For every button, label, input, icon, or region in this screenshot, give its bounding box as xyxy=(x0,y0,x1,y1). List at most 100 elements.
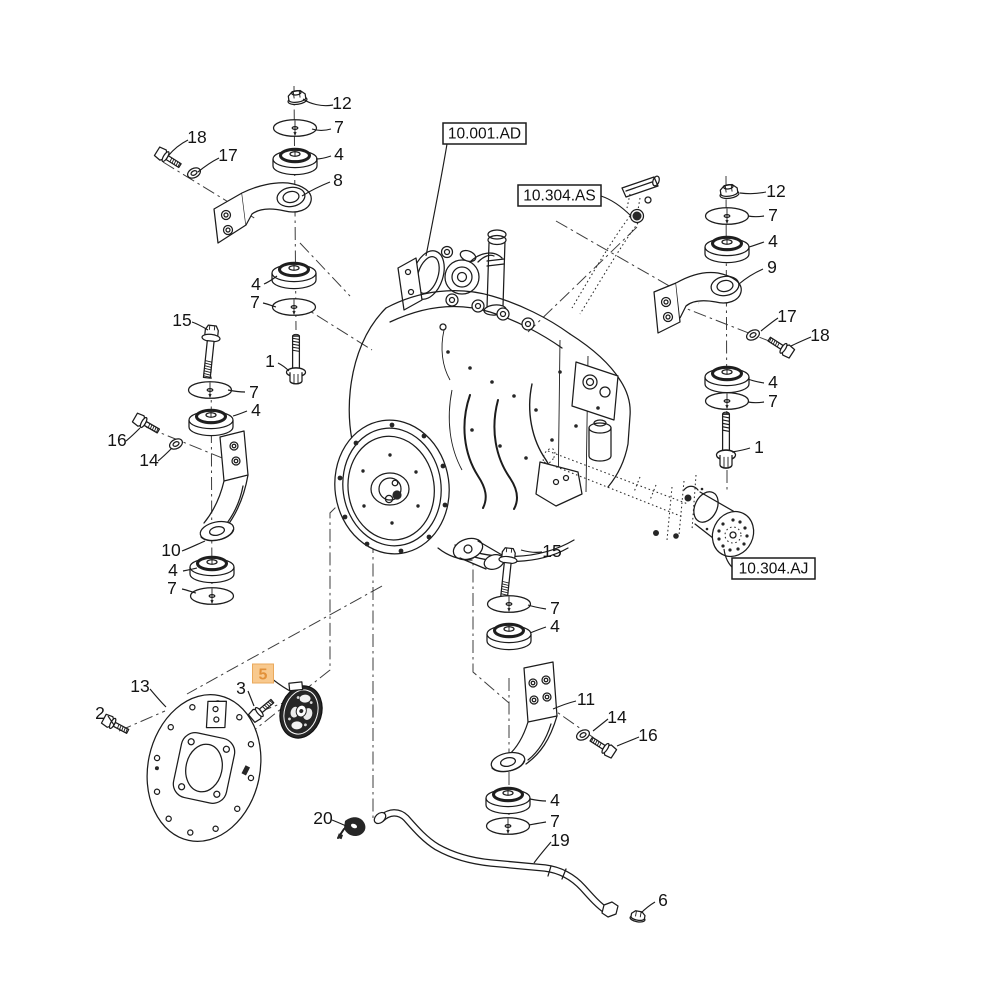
svg-text:10[interactable]: 10 xyxy=(161,540,181,560)
svg-text:15[interactable]: 15 xyxy=(542,541,561,561)
callout[interactable]: 7 xyxy=(528,811,560,831)
svg-text:7[interactable]: 7 xyxy=(550,811,560,831)
svg-text:4[interactable]: 4 xyxy=(168,560,178,580)
callout-5-highlight-box[interactable] xyxy=(252,663,274,684)
svg-text:7[interactable]: 7 xyxy=(768,205,778,225)
mount-stack-left xyxy=(131,324,249,605)
bolt-15 xyxy=(197,324,222,380)
svg-text:6[interactable]: 6 xyxy=(658,890,668,910)
svg-text:8[interactable]: 8 xyxy=(333,170,343,190)
callout[interactable]: 10 xyxy=(161,540,206,560)
svg-text:15[interactable]: 15 xyxy=(172,310,191,330)
callout[interactable]: 7 xyxy=(527,598,560,618)
svg-text:17[interactable]: 17 xyxy=(218,145,237,165)
callout[interactable]: 15 xyxy=(172,310,209,331)
callout[interactable]: 8 xyxy=(301,170,343,197)
svg-text:3[interactable]: 3 xyxy=(236,678,246,698)
svg-text:7[interactable]: 7 xyxy=(249,382,259,402)
callout[interactable]: 2 xyxy=(95,703,115,726)
svg-text:18[interactable]: 18 xyxy=(810,325,829,345)
svg-text:13[interactable]: 13 xyxy=(130,676,149,696)
svg-text:4[interactable]: 4 xyxy=(768,231,778,251)
svg-text:4[interactable]: 4 xyxy=(251,400,261,420)
callout[interactable]: 4 xyxy=(232,400,261,420)
svg-text:16[interactable]: 16 xyxy=(638,725,657,745)
svg-text:7[interactable]: 7 xyxy=(768,391,778,411)
callout[interactable]: 9 xyxy=(738,257,777,285)
svg-text:4[interactable]: 4 xyxy=(768,372,778,392)
callout[interactable]: 4 xyxy=(748,231,778,251)
svg-text:20[interactable]: 20 xyxy=(313,808,333,828)
svg-text:1[interactable]: 1 xyxy=(265,351,275,371)
svg-text:7[interactable]: 7 xyxy=(167,578,177,598)
callout-5-highlighted[interactable]: 5 xyxy=(252,663,293,693)
callout[interactable]: 18 xyxy=(167,127,207,157)
hydraulic-pump-assembly xyxy=(542,448,755,558)
svg-text:14[interactable]: 14 xyxy=(139,450,159,470)
svg-text:11[interactable]: 11 xyxy=(577,689,595,709)
callout[interactable]: 7 xyxy=(167,578,197,598)
callout[interactable]: 1 xyxy=(731,437,764,457)
svg-text:7[interactable]: 7 xyxy=(334,117,344,137)
ref-label-engine-text[interactable]: 10.001.AD xyxy=(448,126,521,143)
callout[interactable]: 7 xyxy=(747,205,778,225)
callout[interactable]: 16 xyxy=(616,725,658,747)
callout[interactable]: 6 xyxy=(640,890,668,914)
ref-label-pump[interactable]: 10.304.AJ xyxy=(723,548,816,580)
callout[interactable]: 1 xyxy=(265,351,290,372)
ref-label-fuel-line-text[interactable]: 10.304.AS xyxy=(523,188,595,205)
damper-5 xyxy=(279,681,323,739)
callout[interactable]: 18 xyxy=(790,325,830,347)
callout[interactable]: 4 xyxy=(529,790,560,810)
callout[interactable]: 13 xyxy=(130,676,167,708)
svg-text:16[interactable]: 16 xyxy=(107,430,126,450)
callout[interactable]: 16 xyxy=(107,427,141,450)
svg-text:12[interactable]: 12 xyxy=(332,93,351,113)
svg-text:2[interactable]: 2 xyxy=(95,703,105,723)
callout[interactable]: 4 xyxy=(529,616,560,636)
callout[interactable]: 20 xyxy=(313,808,347,828)
svg-text:19[interactable]: 19 xyxy=(550,830,569,850)
mount-4 xyxy=(703,235,751,265)
svg-text:4[interactable]: 4 xyxy=(550,790,560,810)
ref-label-engine[interactable]: 10.001.AD xyxy=(425,122,527,257)
callout[interactable]: 17 xyxy=(760,306,797,332)
washer-17 xyxy=(744,327,762,343)
svg-text:4[interactable]: 4 xyxy=(251,274,261,294)
callout[interactable]: 19 xyxy=(533,830,570,864)
callout[interactable]: 7 xyxy=(227,382,259,402)
svg-text:14[interactable]: 14 xyxy=(607,707,627,727)
ref-label-fuel-line[interactable]: 10.304.AS xyxy=(517,184,632,217)
svg-text:9[interactable]: 9 xyxy=(767,257,777,277)
callout[interactable]: 14 xyxy=(139,447,173,470)
svg-text:4[interactable]: 4 xyxy=(550,616,560,636)
svg-text:7[interactable]: 7 xyxy=(550,598,560,618)
callout[interactable]: 4 xyxy=(251,274,278,294)
callout[interactable]: 12 xyxy=(739,181,786,201)
callout[interactable]: 14 xyxy=(592,707,627,732)
mount-stack-right xyxy=(653,182,796,469)
plate-rim-holes xyxy=(153,700,255,836)
callout[interactable]: 7 xyxy=(747,391,778,411)
mount-4 xyxy=(484,786,532,816)
callout[interactable]: 7 xyxy=(250,292,277,312)
callout[interactable]: 17 xyxy=(197,145,238,173)
svg-text:7[interactable]: 7 xyxy=(250,292,260,312)
callout-5-text[interactable]: 5 xyxy=(259,667,268,684)
svg-text:17[interactable]: 17 xyxy=(777,306,796,326)
callout[interactable]: 12 xyxy=(302,93,352,113)
callout[interactable]: 15 xyxy=(520,541,562,561)
ref-label-pump-text[interactable]: 10.304.AJ xyxy=(739,561,809,578)
callout[interactable]: 4 xyxy=(315,144,344,164)
callout[interactable]: 7 xyxy=(311,117,344,137)
svg-text:12[interactable]: 12 xyxy=(766,181,785,201)
svg-text:4[interactable]: 4 xyxy=(334,144,344,164)
callout[interactable]: 11 xyxy=(552,689,595,710)
callout[interactable]: 3 xyxy=(236,678,255,707)
svg-text:1[interactable]: 1 xyxy=(754,437,764,457)
callout[interactable]: 4 xyxy=(168,560,198,580)
callout[interactable]: 4 xyxy=(747,372,778,392)
svg-text:18[interactable]: 18 xyxy=(187,127,206,147)
